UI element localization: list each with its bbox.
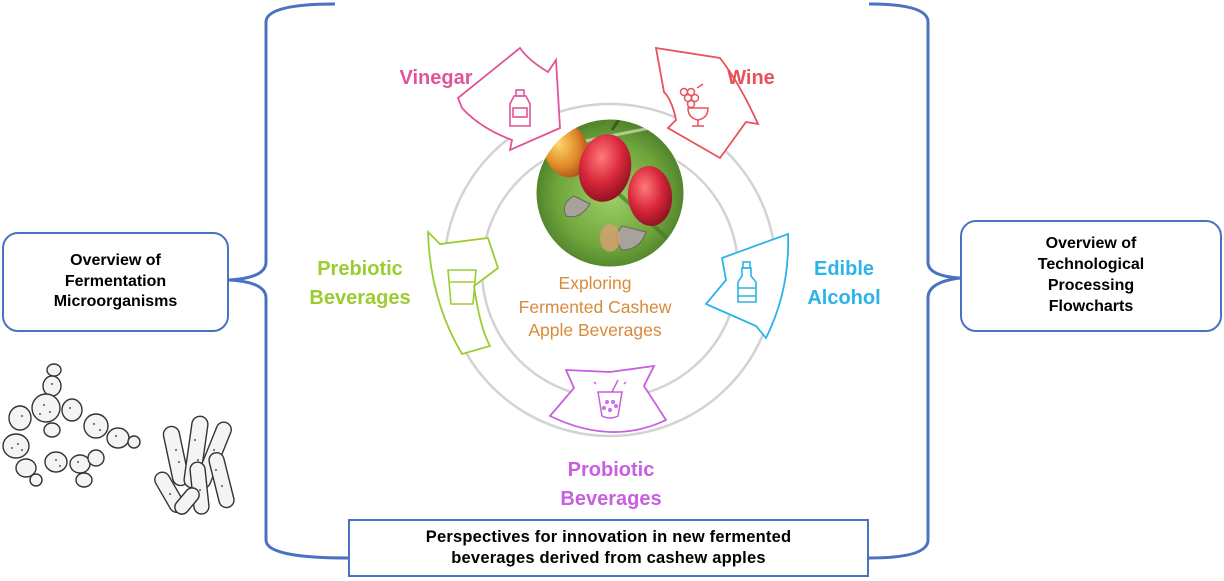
grape-glass-icon	[679, 83, 709, 127]
prebiotic-segment	[427, 229, 500, 356]
perspectives-text: Perspectives for innovation in new ferme…	[425, 527, 792, 567]
cashew-apple-photo	[536, 119, 684, 267]
bacteria-rods-drawing	[154, 415, 235, 515]
bubble-drink-icon	[593, 379, 627, 419]
left-bracket	[228, 2, 349, 560]
vinegar-label: Vinegar	[399, 67, 473, 89]
liquor-bottle-icon	[737, 261, 757, 303]
wine-label: Wine	[727, 67, 775, 89]
prebiotic-label: Prebiotic Beverages	[309, 258, 411, 309]
processing-flowcharts-box: Overview of Technological Processing Flo…	[960, 220, 1222, 332]
wine-segment	[654, 46, 760, 160]
edible-alcohol-label: Edible Alcohol	[807, 258, 881, 309]
fermentation-microorganisms-text: Overview of Fermentation Microorganisms	[53, 251, 178, 311]
bottle-icon	[509, 89, 531, 127]
vinegar-segment	[456, 46, 561, 152]
glass-icon	[447, 269, 477, 305]
fermentation-microorganisms-box: Overview of Fermentation Microorganisms	[2, 232, 229, 332]
center-title: Exploring Fermented Cashew Apple Beverag…	[518, 273, 672, 341]
edible-alcohol-segment	[704, 232, 790, 340]
perspectives-box: Perspectives for innovation in new ferme…	[348, 519, 869, 577]
probiotic-segment	[548, 364, 668, 433]
yeast-cells-drawing	[2, 363, 141, 488]
probiotic-label: Probiotic Beverages	[560, 459, 662, 510]
processing-flowcharts-text: Overview of Technological Processing Flo…	[1037, 235, 1145, 315]
